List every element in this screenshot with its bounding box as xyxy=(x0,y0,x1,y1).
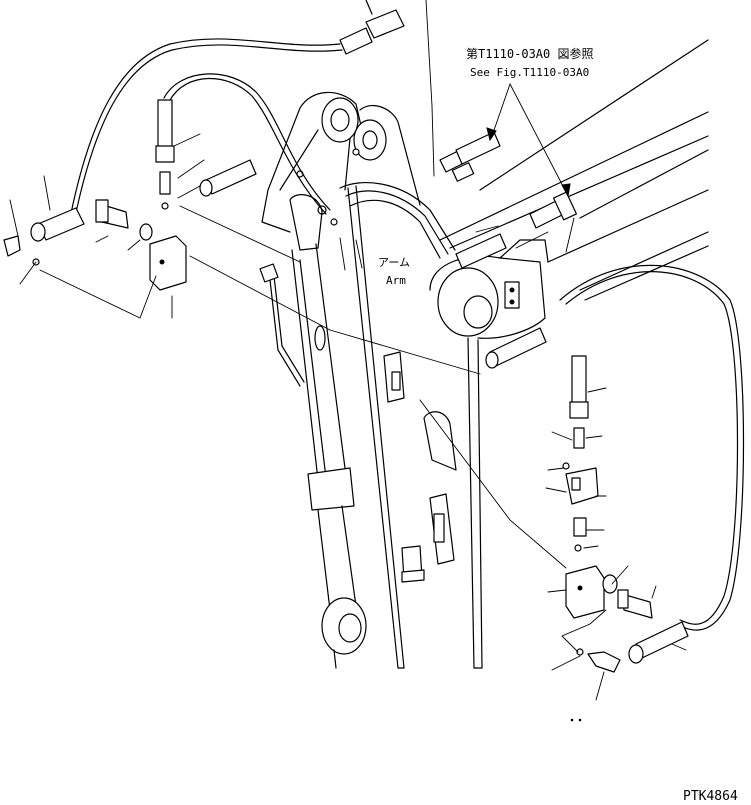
arm-cylinder xyxy=(259,243,367,669)
manifold-block xyxy=(149,235,187,291)
arm-label-japanese: アーム xyxy=(378,256,410,269)
drawing-code: PTK4864 xyxy=(683,789,738,804)
cylinder-band xyxy=(307,467,355,511)
top-hose-fitting xyxy=(339,27,373,55)
reference-label-english: See Fig.T1110-03A0 xyxy=(470,66,589,79)
left-hose-assembly xyxy=(3,0,405,331)
arm-end-boss xyxy=(429,39,709,339)
right-hose-assembly xyxy=(329,0,745,722)
arm-structure xyxy=(261,91,483,669)
hose-end-fitting xyxy=(157,99,173,149)
arm-label-english: Arm xyxy=(386,274,406,287)
arm-side-parts xyxy=(383,351,457,583)
reference-label-japanese: 第T1110-03A0 図参照 xyxy=(466,46,593,61)
